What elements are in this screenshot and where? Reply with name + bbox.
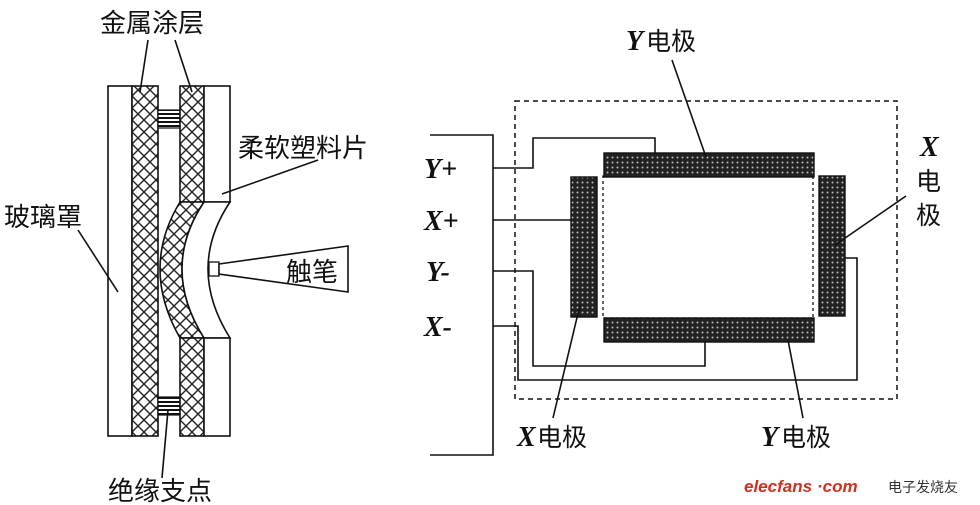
metal-coating-left [131,85,159,437]
metal-coating-right-top [179,85,205,203]
label-soft-plastic: 柔软塑料片 [238,134,368,164]
leader-soft-plastic [221,159,319,195]
leader-x-left [552,304,581,419]
label-glass-cover: 玻璃罩 [4,203,82,233]
svg-text:电极: 电极 [781,423,831,452]
label-y-electrode-top: Y 电极 [626,26,696,57]
leader-x-right [834,195,907,246]
y-electrode-bottom [603,317,815,343]
label-stylus: 触笔 [286,258,338,288]
four-wire-electrode-layout: Y+ X+ Y- X- Y 电极 X 电极 Y 电极 X 电 极 [423,26,941,456]
wire-x-minus [493,257,858,381]
y-electrode-top [603,152,815,178]
watermark-domain: ·com [817,477,858,496]
label-x-electrode-left: X 电极 [516,422,587,453]
label-insulating-support: 绝缘支点 [108,477,212,505]
x-electrode-left [570,176,598,318]
insulating-support-top [157,109,181,129]
active-area [602,175,814,319]
x-electrode-right [818,175,846,317]
leader-y-top [671,59,707,158]
wire-y-plus [493,137,656,169]
label-y-electrode-bottom: Y 电极 [761,422,831,453]
resistive-layer-cross-section: 金属涂层 柔软塑料片 玻璃罩 触笔 绝缘支点 [4,9,368,505]
soft-plastic-bottom [203,337,231,437]
svg-text:X: X [919,132,940,163]
leader-y-bottom [787,339,804,419]
terminal-y-plus: Y+ [424,154,457,185]
stylus-tip [208,261,220,277]
leader-insulating [161,409,169,479]
svg-text:极: 极 [916,201,941,230]
terminal-x-minus: X- [423,312,452,343]
svg-text:电: 电 [916,167,941,196]
stylus-body [218,245,349,293]
wire-y-minus [493,270,706,367]
label-x-electrode-right: X 电 极 [916,132,941,230]
leader-metal-left [139,39,149,93]
terminal-y-minus: Y- [426,257,450,288]
watermark: elecfans ·com 电子发烧友 [744,477,958,496]
metal-coating-right-bottom [179,337,205,437]
svg-text:Y: Y [626,26,646,57]
svg-text:电极: 电极 [537,423,587,452]
svg-text:Y: Y [761,422,781,453]
svg-text:电极: 电极 [646,27,696,56]
terminal-x-plus: X+ [423,206,459,237]
label-metal-coating: 金属涂层 [100,9,204,39]
watermark-site: elecfans [744,477,812,496]
leader-metal-right [174,39,193,93]
svg-text:X: X [516,422,537,453]
insulating-support-bottom [157,396,181,416]
connector-bracket [430,134,494,456]
leader-glass [77,229,119,293]
panel-boundary [514,100,898,400]
watermark-name: 电子发烧友 [888,480,958,496]
glass-cover [107,85,133,437]
soft-plastic-top [203,85,231,203]
